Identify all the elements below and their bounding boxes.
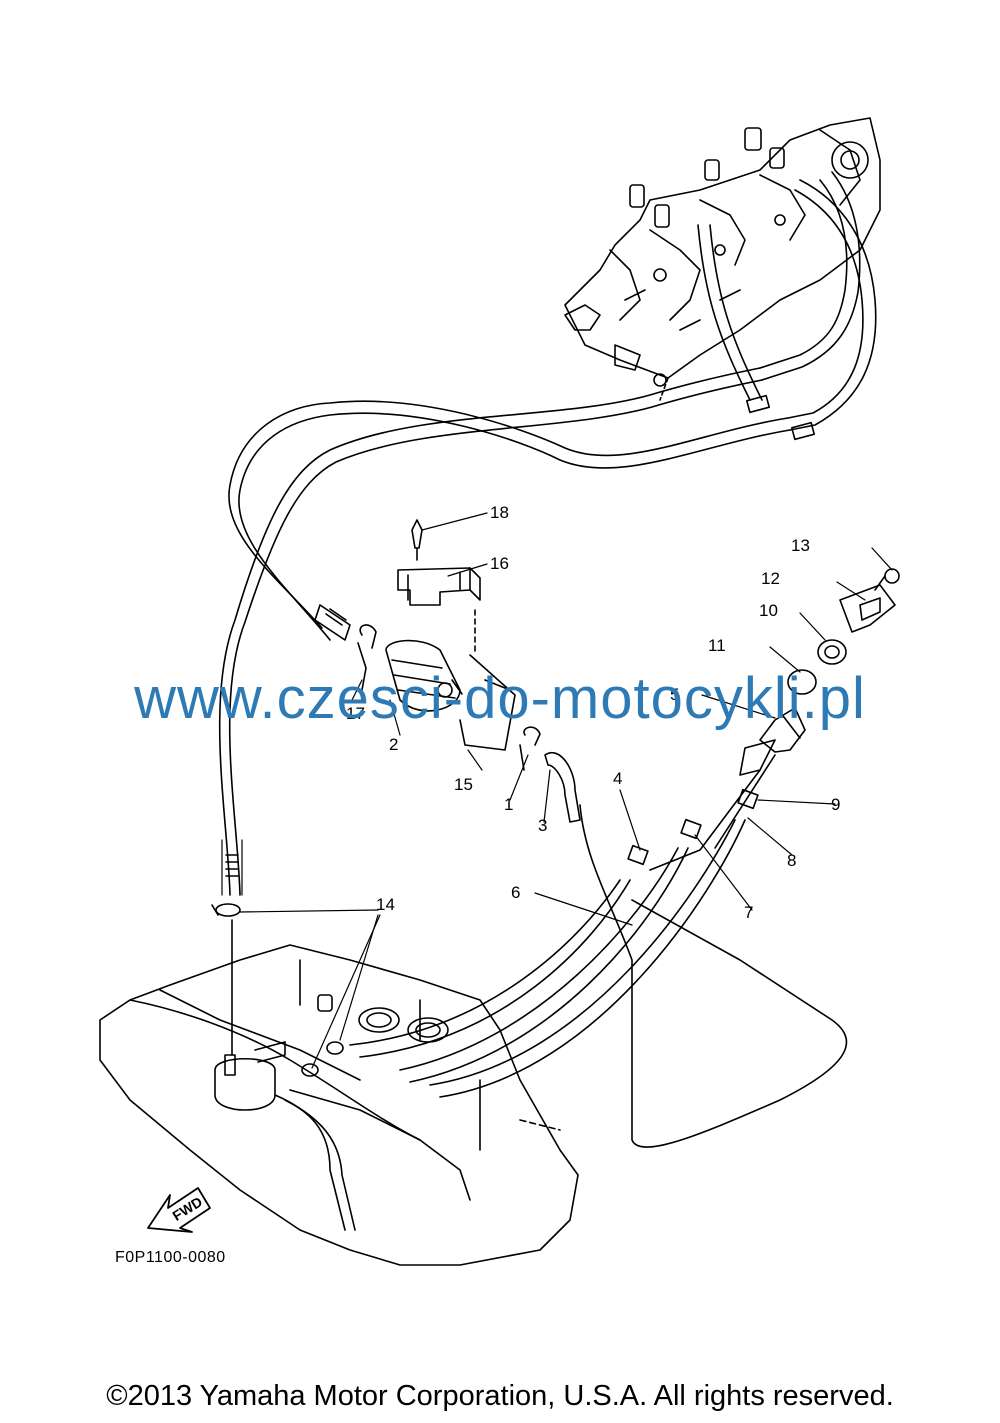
forward-direction-arrow: FWD — [147, 1187, 211, 1233]
watermark-url: www.czesci-do-motocykli.pl — [134, 666, 866, 731]
callout-9: 9 — [831, 795, 840, 814]
callout-5: 5 — [670, 685, 679, 704]
callout-6: 6 — [511, 883, 520, 902]
fuel-lines — [349, 804, 848, 1148]
callout-3: 3 — [538, 816, 547, 835]
callout-15: 15 — [454, 775, 473, 794]
callout-11: 11 — [708, 636, 726, 655]
engine-carburetor-drawing — [564, 117, 881, 401]
copyright-notice: ©2013 Yamaha Motor Corporation, U.S.A. A… — [106, 1380, 894, 1412]
callout-1: 1 — [504, 795, 513, 814]
callout-18: 18 — [490, 503, 509, 522]
callout-2: 2 — [389, 735, 398, 754]
figure-id: F0P1100-0080 — [115, 1249, 226, 1266]
fuel-hoses — [218, 171, 877, 896]
fwd-label: FWD — [170, 1193, 206, 1223]
callout-8: 8 — [787, 851, 796, 870]
fuel-tank — [99, 903, 579, 1266]
callout-14: 14 — [376, 895, 395, 914]
callout-16: 16 — [490, 554, 509, 573]
callout-13: 13 — [791, 536, 810, 555]
fuel-cock-assembly — [627, 568, 900, 871]
callout-numbers: 1 2 3 4 5 6 7 8 9 10 11 12 13 14 15 16 1… — [346, 503, 840, 922]
callout-10: 10 — [759, 601, 778, 620]
callout-12: 12 — [761, 569, 780, 588]
callout-7: 7 — [744, 903, 753, 922]
fuel-filter-assembly — [357, 519, 581, 823]
callout-leader-lines — [239, 512, 893, 1069]
callout-17: 17 — [346, 704, 365, 723]
callout-4: 4 — [613, 769, 622, 788]
